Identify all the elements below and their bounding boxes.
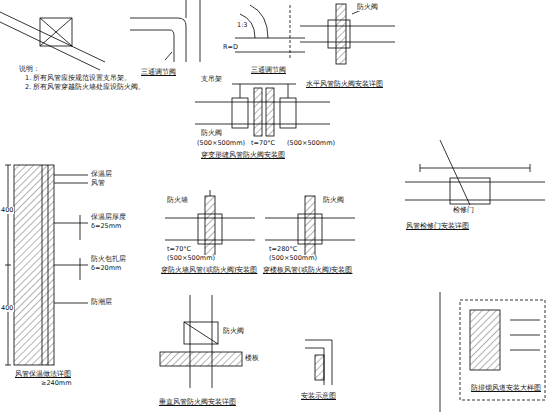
caption: 穿变形缝风管防火阀安装图 [200, 151, 286, 159]
part-name: 防火阀 [222, 328, 245, 335]
caption: 垂直风管防火阀安装详图 [158, 398, 237, 406]
part-name: 防火包扎层 [90, 256, 127, 263]
caption: 穿防火墙风管(或防火阀)安装图 [160, 266, 258, 274]
dimension: (500×500mm) [268, 255, 318, 262]
part-name: 检修门 [452, 207, 475, 214]
note-heading: 说明： [18, 66, 41, 73]
part-name: 防火阀 [322, 197, 345, 204]
temperature: t=70°C [250, 140, 276, 147]
dimension: 400 [0, 305, 14, 312]
caption: 防排烟风道安装大样图 [470, 384, 542, 392]
caption: 三通调节阀 [140, 68, 177, 76]
dimension: 400 [0, 207, 14, 214]
dimension: (500×500mm) [196, 140, 246, 147]
dimension: δ=20mm [90, 265, 122, 272]
part-name: 防潮层 [90, 299, 113, 306]
caption: 安装示意图 [300, 392, 337, 400]
caption: 水平风管防火阀安装详图 [305, 80, 384, 88]
part-name: 保温层厚度 [90, 214, 127, 221]
temperature: t=280°C [268, 246, 298, 253]
note: 1. 所有风管应按规范设置支吊架。 [24, 75, 132, 82]
temperature: t=70°C [166, 246, 192, 253]
part-name: 保温层 [90, 171, 113, 178]
ratio: 1:3 [236, 22, 248, 29]
radius: R=D [222, 44, 239, 51]
part-name: 防火阀 [200, 130, 223, 137]
part-name: 防火阀 [356, 4, 379, 11]
caption: 风管检修门安装详图 [405, 222, 470, 230]
part-name: 防火墙 [166, 197, 189, 204]
part-name: 风管 [90, 180, 106, 187]
dimension: (500×500mm) [286, 140, 336, 147]
part-name: 楼板 [244, 355, 260, 362]
dimension: (500×500mm) [166, 255, 216, 262]
note: 2. 所有风管穿越防火墙处应设防火阀。 [24, 84, 146, 91]
caption: 风管保温做法详图 [14, 370, 72, 378]
caption: 穿楼板风管(或防火阀)安装图 [262, 266, 353, 274]
caption: 三通调节阀 [250, 66, 287, 74]
dimension: ≥240mm [40, 380, 73, 387]
part-name: 支吊架 [200, 76, 223, 83]
dimension: δ=25mm [90, 223, 122, 230]
